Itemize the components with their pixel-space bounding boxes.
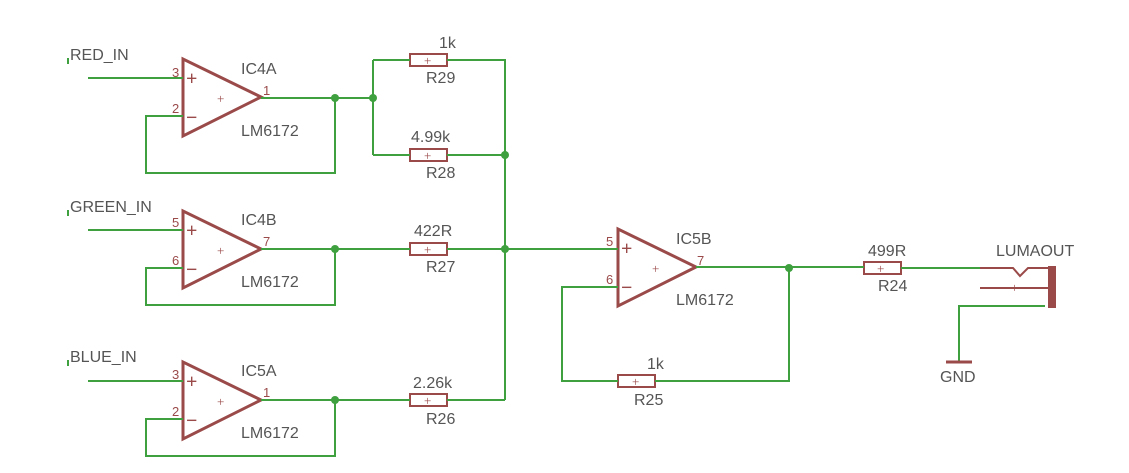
value-r24: 499R — [868, 243, 906, 260]
value-r28: 4.99k — [411, 129, 451, 146]
pin-number: 5 — [606, 234, 613, 249]
junction-dot — [331, 396, 339, 404]
pin-number: 5 — [172, 215, 179, 230]
junction-dot — [331, 94, 339, 102]
ref-r28: R28 — [426, 165, 455, 182]
resistor-r26: + 2.26k R26 — [409, 375, 455, 428]
resistor-mark: + — [424, 242, 431, 257]
wire — [145, 249, 336, 306]
noninv-sign: + — [186, 220, 197, 242]
pin-number: 3 — [172, 65, 179, 80]
opamp-ic4a: + − + 3 2 1 IC4A LM6172 — [172, 56, 299, 140]
opamp-triangle-ic5a — [181, 359, 265, 442]
value-ic4b: LM6172 — [241, 274, 299, 291]
ref-r29: R29 — [426, 70, 455, 87]
value-ic5a: LM6172 — [241, 425, 299, 442]
value-r26: 2.26k — [413, 375, 453, 392]
junction-dot — [785, 264, 793, 272]
connector-lumaout: LUMAOUT + — [980, 243, 1074, 308]
opamp-ic5a: + − + 3 2 1 IC5A LM6172 — [172, 359, 299, 442]
value-r29: 1k — [439, 35, 457, 52]
ground-symbol: GND — [940, 360, 976, 386]
pin-number: 7 — [263, 234, 270, 249]
wire — [958, 305, 1045, 362]
resistor-r24: + 499R R24 — [863, 243, 907, 295]
ref-lumaout: LUMAOUT — [996, 243, 1074, 260]
resistor-r25: + 1k R25 — [617, 356, 665, 409]
noninv-sign: + — [186, 371, 197, 393]
inv-sign: − — [186, 259, 197, 281]
pin-number: 1 — [263, 83, 270, 98]
junctions — [331, 94, 793, 404]
body-mark: + — [217, 394, 224, 409]
body-mark: + — [652, 261, 659, 276]
ref-ic5b: IC5B — [676, 231, 712, 248]
pin-number: 2 — [172, 404, 179, 419]
ref-r26: R26 — [426, 411, 455, 428]
pin-number: 6 — [606, 272, 613, 287]
ref-r27: R27 — [426, 259, 455, 276]
junction-dot — [501, 245, 509, 253]
ref-r24: R24 — [878, 278, 907, 295]
value-ic5b: LM6172 — [676, 292, 734, 309]
pin-number: 3 — [172, 367, 179, 382]
body-mark: + — [217, 91, 224, 106]
resistor-mark: + — [424, 148, 431, 163]
resistor-r29: + 1k R29 — [409, 35, 457, 87]
wire — [561, 286, 618, 382]
net-label-red-in: RED_IN — [70, 47, 129, 64]
resistor-mark: + — [424, 53, 431, 68]
pin-number: 1 — [263, 385, 270, 400]
jack-tip-contact — [980, 267, 1048, 278]
jack-mark: + — [1011, 280, 1018, 295]
value-ic4a: LM6172 — [241, 123, 299, 140]
opamp-ic4b: + − + 5 6 7 IC4B LM6172 — [172, 208, 299, 291]
pin-number: 6 — [172, 253, 179, 268]
wire — [655, 267, 790, 382]
value-r25: 1k — [647, 356, 665, 373]
wire — [145, 400, 336, 457]
net-label-blue-in: BLUE_IN — [70, 349, 137, 366]
noninv-sign: + — [621, 238, 632, 260]
junction-dot — [501, 151, 509, 159]
opamp-ic5b: + − + 5 6 7 IC5B LM6172 — [606, 226, 734, 309]
ref-ic5a: IC5A — [241, 363, 277, 380]
ref-r25: R25 — [634, 392, 663, 409]
value-r27: 422R — [414, 223, 452, 240]
inv-sign: − — [186, 107, 197, 129]
inv-sign: − — [186, 410, 197, 432]
net-label-green-in: GREEN_IN — [70, 199, 152, 216]
wire — [447, 59, 506, 400]
pin-number: 2 — [172, 101, 179, 116]
ref-ic4b: IC4B — [241, 212, 277, 229]
label-gnd: GND — [940, 369, 976, 386]
ref-ic4a: IC4A — [241, 61, 277, 78]
opamp-triangle-ic4a — [181, 56, 265, 139]
resistor-mark: + — [877, 261, 884, 276]
opamp-triangle-ic5b — [616, 226, 700, 309]
pin-number: 7 — [697, 253, 704, 268]
resistor-mark: + — [632, 374, 639, 389]
resistor-mark: + — [424, 393, 431, 408]
body-mark: + — [217, 243, 224, 258]
opamp-triangle-ic4b — [181, 208, 265, 291]
noninv-sign: + — [186, 68, 197, 90]
junction-dot — [369, 94, 377, 102]
junction-dot — [331, 245, 339, 253]
inv-sign: − — [621, 277, 632, 299]
wire — [145, 98, 336, 174]
jack-body — [1048, 266, 1056, 308]
